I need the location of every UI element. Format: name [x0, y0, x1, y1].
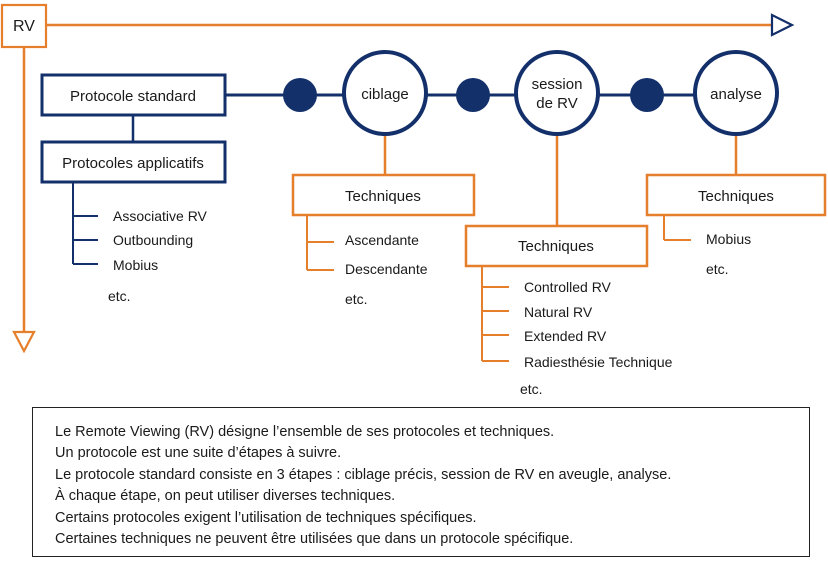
explanation-line: Un protocole est une suite d’étapes à su…: [55, 445, 342, 462]
step-circle: [514, 50, 600, 136]
step-analyse: analyse Techniques Mobius etc.: [645, 50, 827, 277]
protocoles-applicatifs-box: [40, 140, 227, 184]
arrow-right-icon: [770, 13, 795, 37]
protocol-item: Outbounding: [113, 232, 193, 248]
left-protocols: Protocole standard Protocoles applicatif…: [40, 73, 227, 304]
step-label: session: [532, 76, 583, 93]
step-label: ciblage: [361, 86, 409, 103]
explanation-line: Certaines techniques ne peuvent être uti…: [55, 531, 574, 548]
arrow-down-icon: [12, 330, 36, 354]
rv-diagram: RV Protocole standard Protocoles applica…: [0, 3, 827, 397]
step-ciblage: ciblage Techniques Ascendante Descendant…: [291, 50, 476, 307]
protocole-standard-box: [40, 73, 227, 117]
techniques-label: Techniques: [345, 188, 421, 205]
technique-item: Extended RV: [524, 328, 607, 344]
explanation-line: À chaque étape, on peut utiliser diverse…: [55, 488, 396, 505]
techniques-label: Techniques: [518, 238, 594, 255]
protocol-etc: etc.: [108, 288, 131, 304]
protocol-item: Mobius: [113, 257, 158, 273]
step-circle: [693, 50, 779, 136]
technique-item: Natural RV: [524, 304, 593, 320]
techniques-box: [464, 224, 649, 268]
protocoles-applicatifs-label: Protocoles applicatifs: [62, 155, 204, 172]
step-session: session de RV Techniques Controlled RV N…: [464, 50, 673, 397]
step-label-line2: de RV: [536, 95, 577, 112]
technique-etc: etc.: [706, 261, 729, 277]
explanation-line: Le Remote Viewing (RV) désigne l’ensembl…: [55, 424, 555, 440]
protocol-item: Associative RV: [113, 208, 208, 224]
node-dot-3: [630, 78, 664, 112]
technique-etc: etc.: [520, 381, 543, 397]
node-dot-2: [456, 78, 490, 112]
rv-box: [0, 3, 48, 49]
explanation-line: Le protocole standard consiste en 3 étap…: [55, 466, 672, 483]
step-circle: [342, 50, 428, 136]
timeline: RV: [0, 3, 795, 354]
explanation-box: Le Remote Viewing (RV) désigne l’ensembl…: [32, 407, 810, 557]
techniques-box: [291, 173, 476, 217]
technique-item: Radiesthésie Technique: [524, 354, 673, 370]
techniques-box: [645, 173, 827, 217]
technique-item: Descendante: [345, 261, 428, 277]
technique-item: Ascendante: [345, 232, 419, 248]
explanation-line: Certains protocoles exigent l’utilisatio…: [55, 509, 477, 526]
techniques-label: Techniques: [698, 188, 774, 205]
technique-etc: etc.: [345, 291, 368, 307]
protocole-standard-label: Protocole standard: [70, 88, 196, 105]
technique-item: Mobius: [706, 231, 751, 247]
step-label: analyse: [710, 86, 762, 103]
protocol-line: [225, 78, 694, 112]
rv-label: RV: [13, 18, 35, 35]
technique-item: Controlled RV: [524, 279, 612, 295]
node-dot-1: [283, 78, 317, 112]
